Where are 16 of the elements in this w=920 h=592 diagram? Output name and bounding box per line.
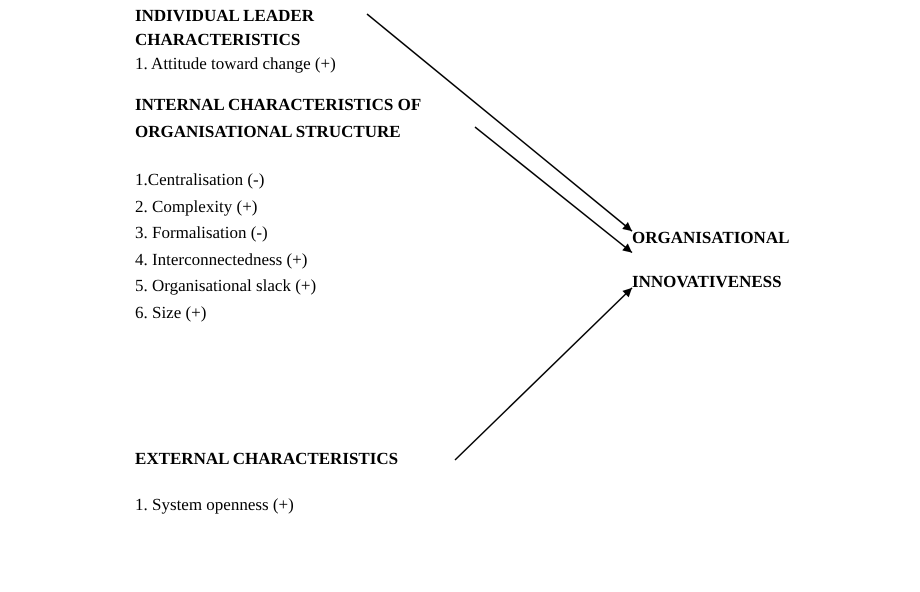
list-item: 2. Complexity (+)	[135, 196, 258, 218]
heading-text: EXTERNAL CHARACTERISTICS	[135, 448, 400, 470]
list-item: 3. Formalisation (-)	[135, 222, 269, 244]
heading-text: INDIVIDUAL LEADER CHARACTERISTICS	[135, 5, 316, 51]
list-item: 5. Organisational slack (+)	[135, 275, 318, 297]
arrow	[366, 13, 632, 232]
list-item: 6. Size (+)	[135, 302, 208, 324]
heading-text: ORGANISATIONAL	[632, 227, 790, 249]
heading-text: INNOVATIVENESS	[632, 271, 783, 293]
arrow	[474, 126, 632, 254]
list-item: 1. System openness (+)	[135, 494, 295, 516]
heading-text: INTERNAL CHARACTERISTICS OF ORGANISATIONAL STRUCTURE	[135, 94, 422, 142]
list-item: 4. Interconnectedness (+)	[135, 248, 308, 270]
list-item: 1.Centralisation (-)	[135, 169, 266, 191]
list-item: 1. Attitude toward change (+)	[135, 53, 337, 75]
arrow	[454, 287, 633, 461]
